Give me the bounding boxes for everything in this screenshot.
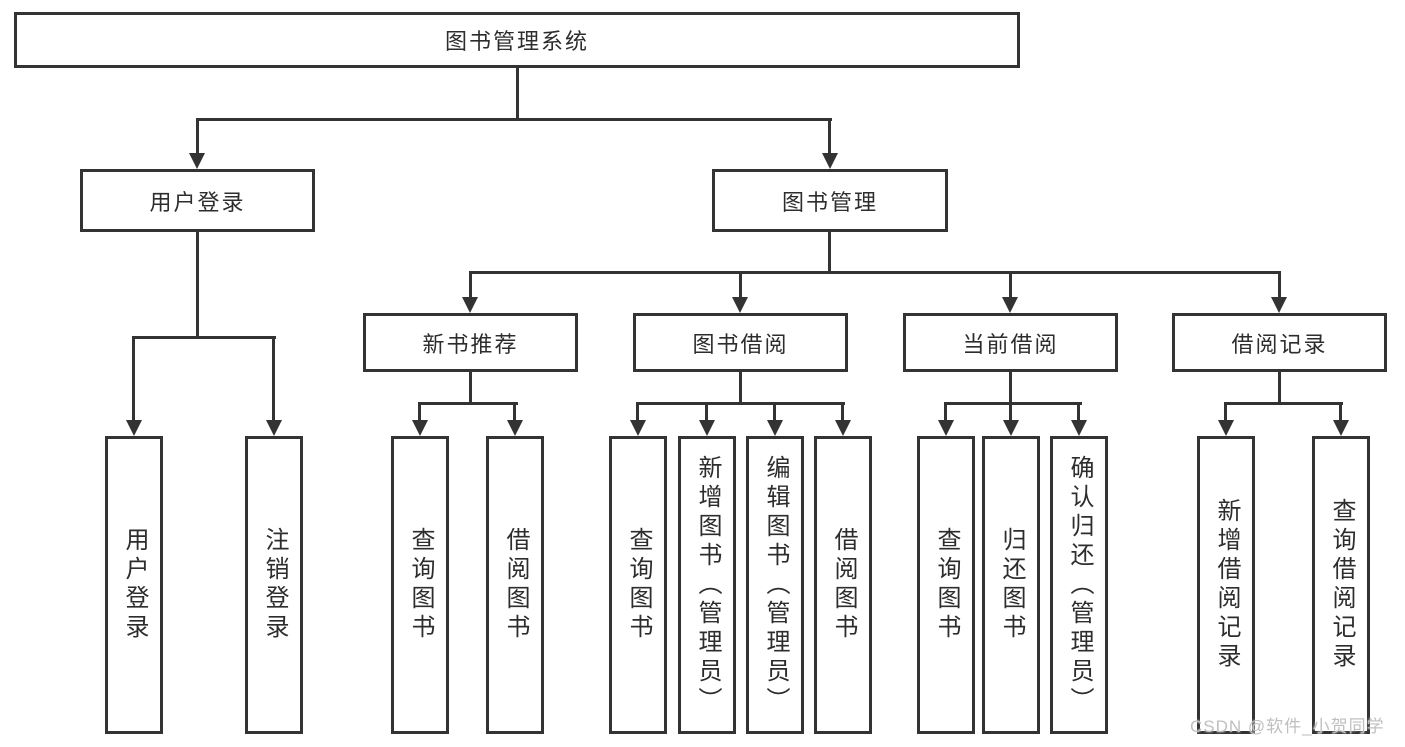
arrowhead-borrowing-records	[1271, 297, 1287, 313]
leaf-cb-confirm-return-admin: 确认归还（管理员）	[1050, 436, 1108, 734]
arrowhead-br-query	[1333, 420, 1349, 436]
connector-cb-stem	[1009, 372, 1012, 405]
connector-drop-book-borrowing	[739, 271, 742, 299]
leaf-user-login-label: 用户登录	[121, 527, 148, 643]
connector-br-stem	[1278, 372, 1281, 405]
leaf-cb-return-books-label: 归还图书	[998, 527, 1025, 643]
leaf-user-login: 用户登录	[105, 436, 163, 734]
node-new-book-recommend-label: 新书推荐	[422, 331, 519, 357]
arrowhead-cb-confirm	[1071, 420, 1087, 436]
arrowhead-new-book-recommend	[462, 297, 478, 313]
leaf-bb-borrow-books-label: 借阅图书	[830, 527, 857, 643]
leaf-nbr-borrow-books: 借阅图书	[486, 436, 544, 734]
leaf-br-add-record-label: 新增借阅记录	[1213, 498, 1240, 672]
connector-drop-nbr-borrow	[513, 402, 516, 422]
arrowhead-bb-add	[699, 420, 715, 436]
node-root-label: 图书管理系统	[444, 29, 589, 54]
connector-br-split	[1224, 402, 1343, 405]
connector-nbr-split	[418, 402, 518, 405]
leaf-bb-edit-books-admin-label: 编辑图书（管理员）	[762, 454, 789, 716]
node-book-borrowing: 图书借阅	[633, 313, 848, 372]
connector-drop-bb-borrow	[841, 402, 844, 422]
connector-drop-nbr-query	[418, 402, 421, 422]
connector-drop-cb-query	[944, 402, 947, 422]
node-new-book-recommend: 新书推荐	[363, 313, 578, 372]
leaf-logout-label: 注销登录	[261, 527, 288, 643]
connector-user-login-stem	[196, 232, 199, 339]
node-current-borrowing-label: 当前借阅	[962, 331, 1059, 357]
leaf-bb-borrow-books: 借阅图书	[814, 436, 872, 734]
connector-drop-cb-return	[1009, 402, 1012, 422]
node-borrowing-records: 借阅记录	[1172, 313, 1387, 372]
arrowhead-br-add	[1218, 420, 1234, 436]
leaf-bb-query-books-label: 查询图书	[625, 527, 652, 643]
node-book-management-label: 图书管理	[781, 189, 878, 215]
arrowhead-book-management	[822, 153, 838, 169]
leaf-br-add-record: 新增借阅记录	[1197, 436, 1255, 734]
connector-drop-user-login	[196, 118, 199, 155]
arrowhead-bb-borrow	[835, 420, 851, 436]
connector-drop-current-borrowing	[1009, 271, 1012, 299]
connector-drop-bb-add	[705, 402, 708, 422]
arrowhead-leaf-login	[126, 420, 142, 436]
node-book-borrowing-label: 图书借阅	[692, 331, 789, 357]
connector-book-management-split	[469, 271, 1280, 274]
connector-root-split	[196, 118, 832, 121]
arrowhead-bb-query	[630, 420, 646, 436]
arrowhead-current-borrowing	[1002, 297, 1018, 313]
leaf-bb-edit-books-admin: 编辑图书（管理员）	[746, 436, 804, 734]
leaf-br-query-record-label: 查询借阅记录	[1328, 498, 1355, 672]
node-borrowing-records-label: 借阅记录	[1231, 331, 1328, 357]
connector-bb-stem	[739, 372, 742, 405]
node-current-borrowing: 当前借阅	[903, 313, 1118, 372]
connector-drop-br-query	[1339, 402, 1342, 422]
leaf-cb-return-books: 归还图书	[982, 436, 1040, 734]
leaf-nbr-query-books-label: 查询图书	[407, 527, 434, 643]
leaf-br-query-record: 查询借阅记录	[1312, 436, 1370, 734]
connector-root-stem	[516, 68, 519, 121]
arrowhead-leaf-logout	[266, 420, 282, 436]
connector-drop-borrowing-records	[1278, 271, 1281, 299]
connector-book-management-stem	[828, 232, 831, 274]
connector-drop-new-book-recommend	[469, 271, 472, 299]
connector-bb-split	[636, 402, 845, 405]
leaf-bb-add-books-admin: 新增图书（管理员）	[678, 436, 736, 734]
connector-nbr-stem	[469, 372, 472, 405]
connector-drop-br-add	[1224, 402, 1227, 422]
arrowhead-cb-return	[1003, 420, 1019, 436]
arrowhead-user-login	[189, 153, 205, 169]
leaf-nbr-query-books: 查询图书	[391, 436, 449, 734]
leaf-cb-query-books: 查询图书	[917, 436, 975, 734]
arrowhead-bb-edit	[767, 420, 783, 436]
connector-drop-bb-query	[636, 402, 639, 422]
leaf-logout: 注销登录	[245, 436, 303, 734]
node-user-login: 用户登录	[80, 169, 315, 232]
arrowhead-book-borrowing	[732, 297, 748, 313]
csdn-watermark: CSDN @软件_小贺同学	[1190, 717, 1385, 736]
connector-cb-split	[944, 402, 1082, 405]
leaf-cb-query-books-label: 查询图书	[933, 527, 960, 643]
connector-drop-leaf-login	[132, 336, 135, 422]
connector-user-login-split	[132, 336, 276, 339]
connector-drop-leaf-logout	[272, 336, 275, 422]
connector-drop-cb-confirm	[1077, 402, 1080, 422]
leaf-cb-confirm-return-admin-label: 确认归还（管理员）	[1066, 454, 1093, 716]
arrowhead-nbr-query	[412, 420, 428, 436]
connector-drop-book-management	[828, 118, 831, 155]
node-root-library-system: 图书管理系统	[14, 12, 1020, 68]
leaf-nbr-borrow-books-label: 借阅图书	[502, 527, 529, 643]
arrowhead-nbr-borrow	[507, 420, 523, 436]
connector-drop-bb-edit	[773, 402, 776, 422]
node-book-management: 图书管理	[712, 169, 948, 232]
leaf-bb-add-books-admin-label: 新增图书（管理员）	[694, 454, 721, 716]
node-user-login-label: 用户登录	[149, 189, 246, 215]
leaf-bb-query-books: 查询图书	[609, 436, 667, 734]
arrowhead-cb-query	[938, 420, 954, 436]
